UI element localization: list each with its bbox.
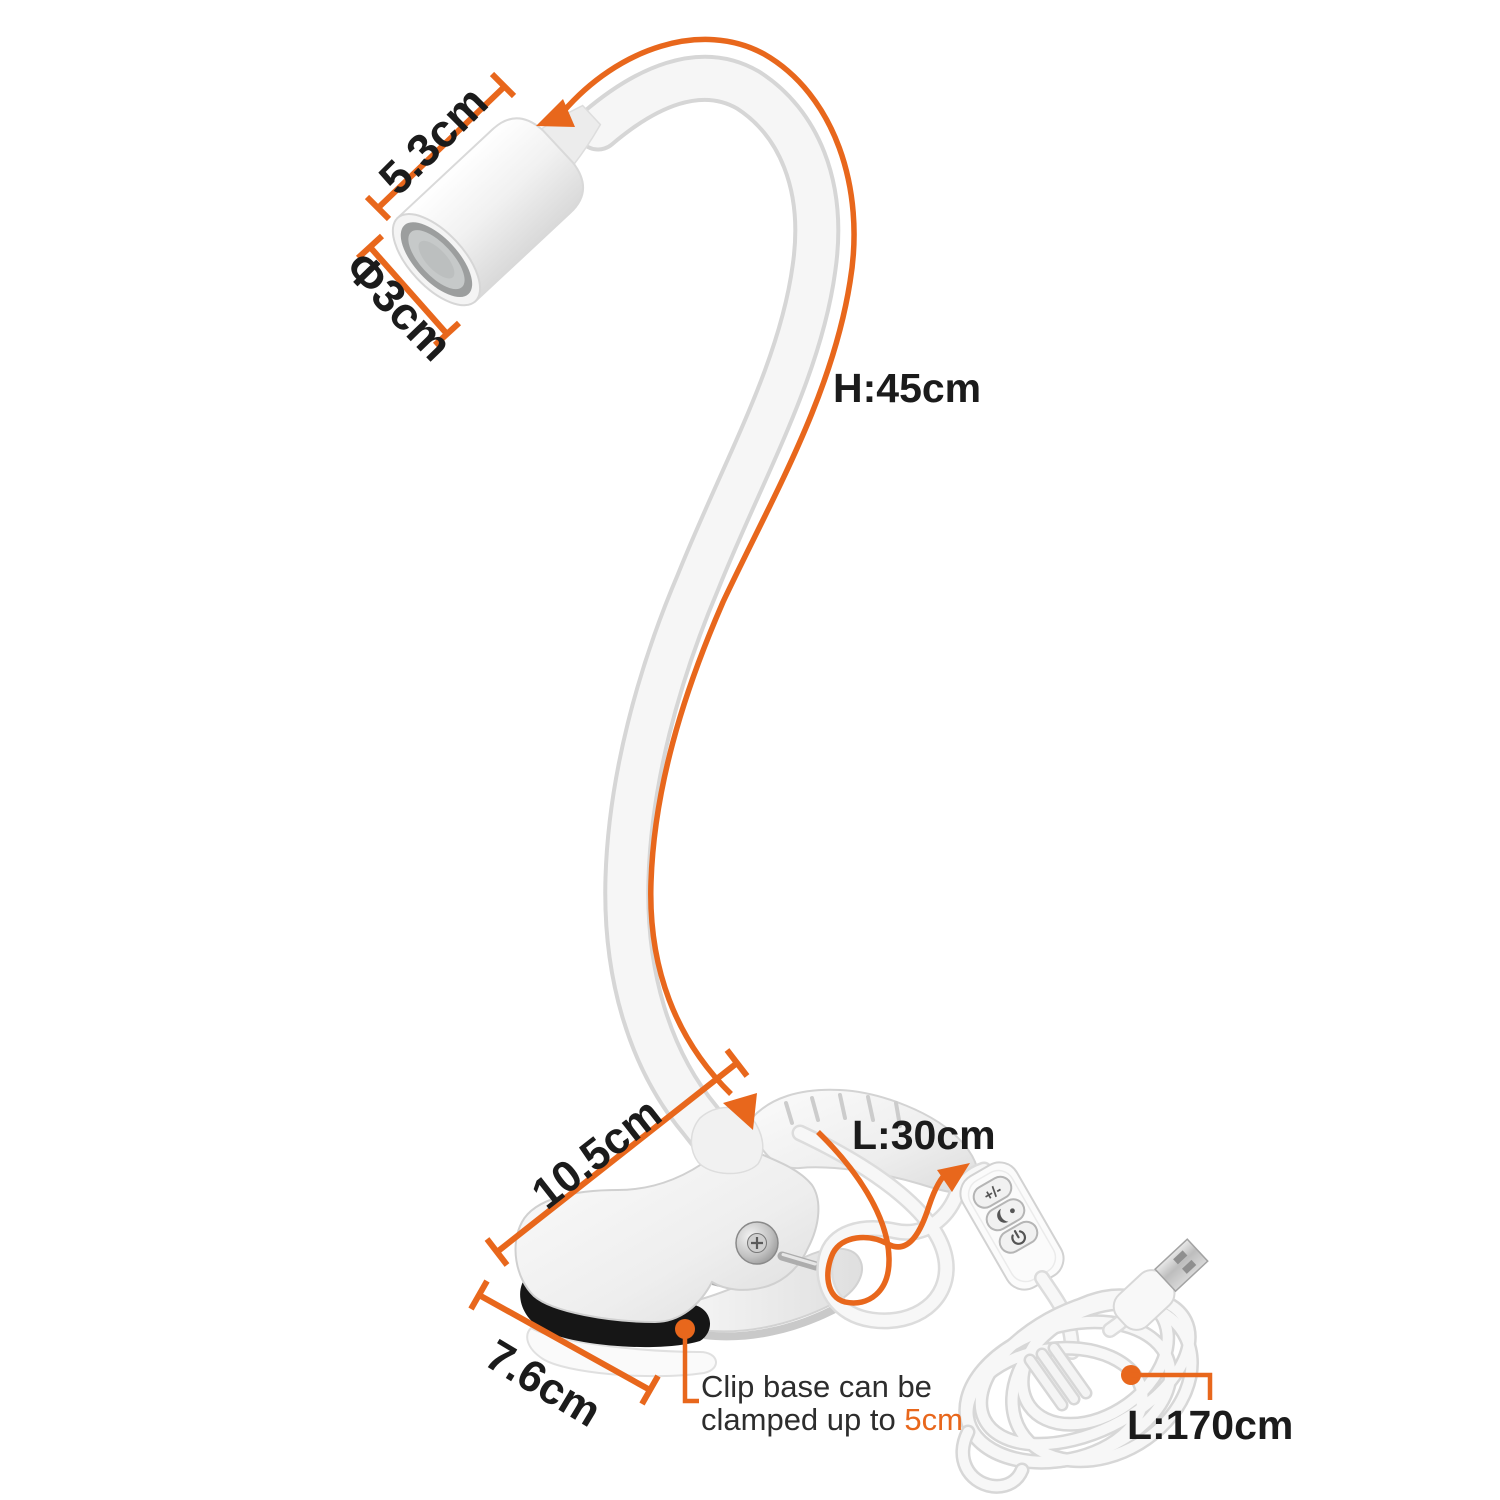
clip-note-callout (675, 1319, 699, 1404)
coil-tail (955, 1424, 1030, 1494)
clip-base-note-highlight: 5cm (904, 1401, 963, 1437)
callout-dot-icon (675, 1319, 695, 1339)
controller-button-power (998, 1220, 1039, 1254)
controller-button-brightness: +/- (972, 1175, 1013, 1209)
base-width-dimension (468, 1279, 661, 1406)
controller-button-color-temp (985, 1198, 1026, 1232)
coil-wrap (1023, 1341, 1093, 1412)
usb-plug (1102, 1238, 1209, 1338)
clip-handle-ridges (784, 1093, 902, 1128)
cable30-arrow-icon (937, 1163, 970, 1192)
clip-lower-jaw-edge (702, 1301, 843, 1341)
usb-cable-coil (955, 1288, 1199, 1494)
height-arrow-bottom-icon (723, 1093, 757, 1130)
power-icon (1011, 1230, 1027, 1245)
gooseneck-arm (574, 54, 841, 1184)
gooseneck-height-label: H:45cm (833, 365, 982, 411)
usb-cable-length-label: L:170cm (1127, 1402, 1294, 1448)
clip-length-dimension (484, 1048, 750, 1267)
clip-base (526, 1326, 717, 1378)
clip-base-note-line1: Clip base can be (701, 1369, 932, 1404)
cable30-dimension-curve (816, 1130, 950, 1306)
cable-length-callout (1121, 1365, 1213, 1400)
clip-base-note-line2: clamped up to 5cm (701, 1401, 963, 1437)
usb-plug-slot (1173, 1250, 1188, 1265)
lamp-lens-center (418, 240, 455, 279)
head-diameter-dimension (355, 233, 462, 348)
lamp-head (391, 104, 602, 307)
crescent-icon (997, 1208, 1009, 1223)
usb-plug-slot (1181, 1259, 1197, 1274)
height-arrow-top-icon (536, 99, 575, 127)
clip-base-note: Clip base can be clamped up to 5cm (701, 1369, 963, 1437)
hinge-screw (735, 1221, 779, 1265)
dimension-annotations (355, 36, 1213, 1406)
brightness-adjust-icon: +/- (981, 1181, 1005, 1205)
head-length-dimension (364, 71, 517, 222)
spring-pin (777, 1251, 821, 1271)
usb-plug-shell (1154, 1238, 1209, 1293)
clip-upper-jaw (514, 1147, 820, 1324)
height-dimension-curve (560, 36, 857, 1096)
cable-to-controller-label: L:30cm (852, 1112, 996, 1158)
inline-controller: +/- (959, 1161, 1065, 1291)
controller-body (959, 1161, 1065, 1291)
clip-clamp (514, 1088, 980, 1378)
crescent-dot-icon (1010, 1208, 1015, 1214)
